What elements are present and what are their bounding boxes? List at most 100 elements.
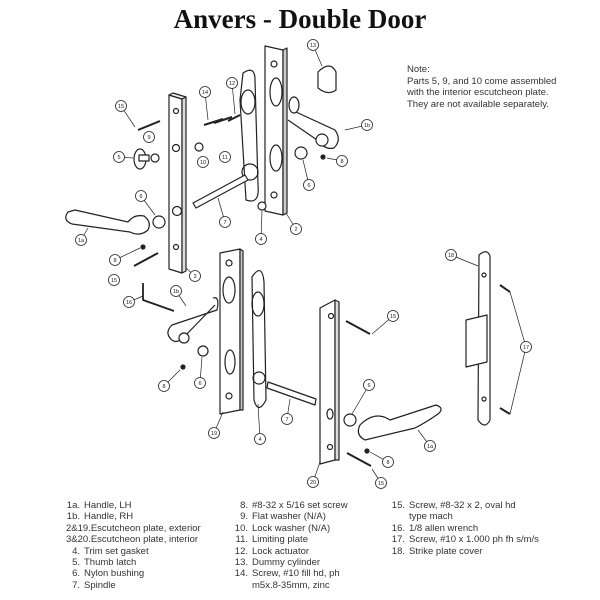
legend-item: 5.Thumb latch: [62, 557, 201, 568]
legend-number: 17.: [391, 534, 405, 546]
callout-11: 11: [219, 151, 231, 163]
callout-1b: 1b: [361, 119, 373, 131]
note-box: Note: Parts 5, 9, and 10 come assembled …: [407, 64, 567, 110]
legend-item: 14.Screw, #10 fill hd, ph: [228, 568, 348, 579]
legend-text: m5x.8-35mm, zinc: [252, 579, 330, 591]
svg-text:6: 6: [139, 194, 142, 200]
legend-number: 5.: [72, 557, 80, 569]
legend-item: 9.Flat washer (N/A): [228, 511, 348, 522]
svg-text:6: 6: [307, 183, 310, 189]
callout-2: 2: [290, 223, 302, 235]
legend-text: Strike plate cover: [409, 545, 483, 557]
legend-item: 7.Spindle: [62, 580, 201, 591]
legend-item: type mach: [385, 511, 539, 522]
thumb-latch-5: [133, 148, 150, 170]
callout-19: 19: [208, 427, 220, 439]
callout-5: 5: [113, 151, 125, 163]
svg-text:12: 12: [229, 81, 235, 87]
callout-15: 15: [108, 274, 120, 286]
callout-7: 7: [281, 413, 293, 425]
note-heading: Note:: [407, 64, 430, 75]
svg-text:8: 8: [162, 384, 165, 390]
allen-wrench-16: [142, 283, 175, 312]
svg-text:15: 15: [111, 278, 117, 284]
svg-text:5: 5: [117, 155, 120, 161]
svg-text:3: 3: [193, 274, 196, 280]
legend-text: Nylon bushing: [84, 568, 145, 580]
legend-number: 4.: [72, 545, 80, 557]
diagram-title: Anvers - Double Door: [173, 4, 427, 34]
legend-item: 1b.Handle, RH: [62, 511, 201, 522]
svg-text:2: 2: [294, 227, 297, 233]
spindle-7: [192, 174, 249, 209]
svg-text:4: 4: [259, 237, 262, 243]
svg-text:6: 6: [367, 383, 370, 389]
callout-8: 8: [336, 155, 348, 167]
svg-text:8: 8: [386, 460, 389, 466]
callout-1a: 1a: [75, 234, 87, 246]
callout-14: 14: [199, 86, 211, 98]
legend-text: Limiting plate: [252, 534, 308, 546]
legend-text: 1/8 allen wrench: [409, 522, 479, 534]
callout-20: 20: [307, 476, 319, 488]
legend-number: 13.: [234, 557, 248, 569]
legend-number: 1b.: [66, 511, 80, 523]
handle-1b-top: [287, 96, 339, 149]
handle-1b-bottom: [167, 297, 219, 344]
legend-item: 15.Screw, #8-32 x 2, oval hd: [385, 500, 539, 511]
strike-screws-17: [499, 284, 511, 415]
set-screw-8: [364, 448, 370, 454]
legend-text: Screw, #8-32 x 2, oval hd: [409, 500, 516, 511]
legend-number: 10.: [234, 522, 248, 534]
legend-text: Lock actuator: [252, 545, 310, 557]
svg-text:1b: 1b: [173, 289, 179, 295]
legend-item: 2&19.Escutcheon plate, exterior: [62, 523, 201, 534]
svg-text:7: 7: [285, 417, 288, 423]
svg-text:15: 15: [118, 104, 124, 110]
washers-bottom: [197, 345, 357, 427]
callout-6: 6: [194, 377, 206, 389]
svg-text:6: 6: [198, 381, 201, 387]
svg-text:1b: 1b: [364, 123, 370, 129]
callout-6: 6: [303, 179, 315, 191]
legend-item: 3&20.Escutcheon plate, interior: [62, 534, 201, 545]
callout-18: 18: [445, 249, 457, 261]
callout-1a: 1a: [424, 440, 436, 452]
screws-top: [133, 114, 241, 267]
callout-15: 15: [375, 477, 387, 489]
svg-text:13: 13: [310, 43, 316, 49]
legend-item: 13.Dummy cylinder: [228, 557, 348, 568]
legend-number: 12.: [234, 545, 248, 557]
washers: [150, 142, 308, 229]
callout-8: 8: [158, 380, 170, 392]
handle-1a-bottom: [357, 404, 442, 441]
svg-text:1a: 1a: [78, 238, 85, 244]
callout-17: 17: [520, 341, 532, 353]
gasket-4: [239, 69, 259, 202]
legend-item: 11. Limiting plate: [228, 534, 348, 545]
legend-text: Screw, #10 fill hd, ph: [252, 568, 340, 580]
svg-text:8: 8: [113, 258, 116, 264]
legend-item: 1a.Handle, LH: [62, 500, 201, 511]
svg-text:10: 10: [200, 160, 206, 166]
interior-plate-3: [168, 92, 187, 274]
svg-text:8: 8: [340, 159, 343, 165]
exterior-plate-2: [264, 45, 288, 216]
interior-plate-20: [319, 299, 340, 465]
legend-text: 3&20.Escutcheon plate, interior: [66, 534, 199, 546]
callout-3: 3: [189, 270, 201, 282]
svg-text:19: 19: [211, 431, 217, 437]
gasket-4-bottom: [251, 270, 267, 409]
legend-item: 12. Lock actuator: [228, 546, 348, 557]
svg-text:15: 15: [378, 481, 384, 487]
callout-16: 16: [123, 296, 135, 308]
legend-text: Screw, #10 x 1.000 ph fh s/m/s: [409, 534, 539, 546]
callout-4: 4: [255, 233, 267, 245]
screws-bottom: [345, 320, 372, 467]
callout-8: 8: [382, 456, 394, 468]
legend-item: 8.#8-32 x 5/16 set screw: [228, 500, 348, 511]
legend-number: 11.: [235, 534, 248, 546]
